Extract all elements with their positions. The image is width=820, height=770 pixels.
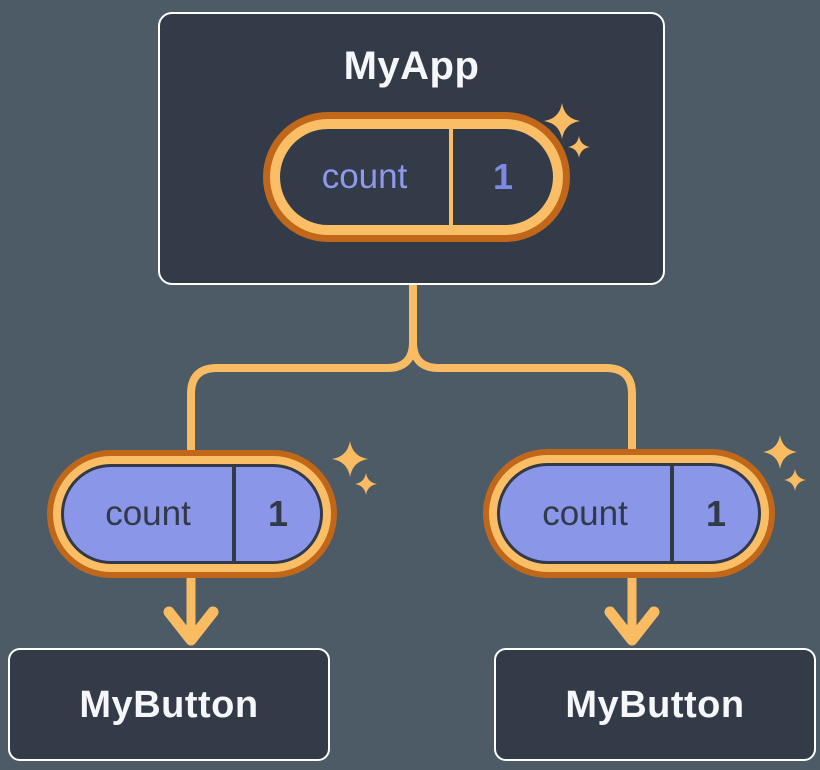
pill-divider	[449, 129, 453, 225]
branch-line-right	[409, 284, 636, 464]
node-mybutton-title: MyButton	[565, 683, 745, 726]
prop-pill-value: 1	[705, 492, 727, 534]
pill-divider	[670, 466, 674, 561]
arrow-down-icon	[604, 577, 660, 646]
prop-pill-value: 1	[267, 493, 289, 534]
sparkle-icon	[763, 435, 806, 491]
state-pill-value: 1	[492, 156, 514, 197]
prop-pill-count-left: count 1	[47, 450, 337, 578]
state-pill-ring: count 1	[270, 119, 563, 235]
prop-pill-core: count 1	[497, 463, 761, 564]
prop-pill-label: count	[105, 494, 191, 533]
sparkle-icon	[332, 441, 377, 495]
state-pill-label: count	[321, 157, 408, 196]
node-mybutton-left: MyButton	[8, 648, 330, 761]
prop-pill-count-right: count 1	[483, 449, 775, 578]
prop-pill-label: count	[542, 493, 628, 533]
state-pill-core: count 1	[280, 129, 553, 225]
pill-divider	[232, 467, 236, 561]
prop-pill-ring: count 1	[53, 456, 331, 572]
prop-pill-core: count 1	[61, 464, 323, 564]
state-pill-count: count 1	[263, 112, 570, 242]
node-mybutton-title: MyButton	[79, 683, 259, 726]
branch-line-left	[187, 284, 417, 464]
node-myapp-title: MyApp	[343, 44, 480, 88]
prop-pill-ring: count 1	[489, 455, 769, 572]
arrow-down-icon	[163, 577, 219, 646]
node-mybutton-right: MyButton	[494, 648, 816, 761]
